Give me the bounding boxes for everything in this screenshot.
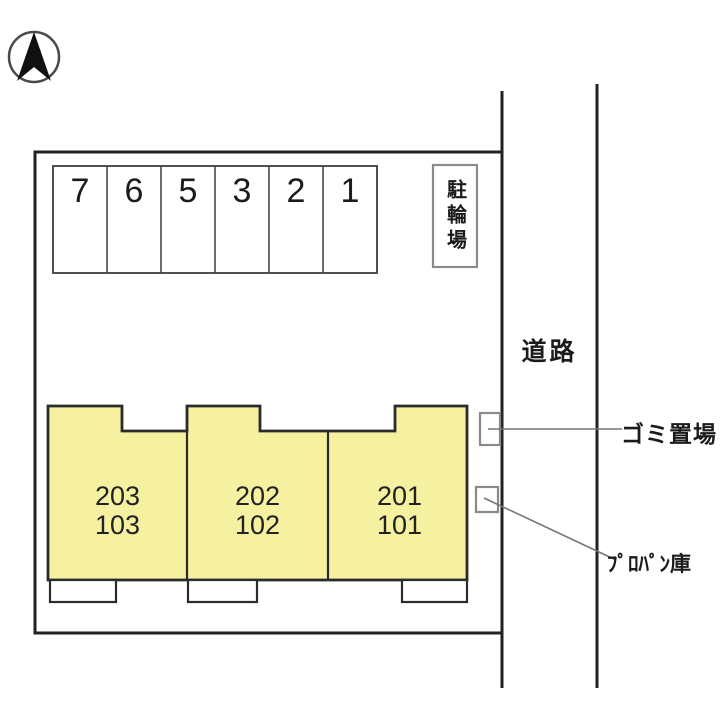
bicycle-parking-box <box>431 163 479 269</box>
site-boundary <box>33 150 502 635</box>
propane-storage-label: ﾌﾟﾛﾊﾟﾝ庫 <box>607 553 691 576</box>
parking-space-number: 1 <box>340 172 360 210</box>
parking-space-number: 7 <box>70 172 90 210</box>
unit-upper-number: 203 <box>94 481 141 511</box>
unit-lower-number: 103 <box>94 510 141 540</box>
unit-lower-number: 101 <box>376 510 423 540</box>
entrance-porch <box>186 578 259 604</box>
entrance-porch <box>48 578 118 604</box>
unit-upper-number: 201 <box>376 481 423 511</box>
unit-lower-number: 102 <box>234 510 281 540</box>
propane-leader-line <box>483 497 617 561</box>
road-label: 道路 <box>521 338 578 366</box>
parking-space-number: 3 <box>232 172 252 210</box>
bicycle-parking-label: 駐輪場 <box>443 178 466 254</box>
parking-space-number: 2 <box>286 172 306 210</box>
north-arrow-icon <box>17 32 51 81</box>
garbage-area-label: ゴミ置場 <box>621 421 717 447</box>
entrance-porch <box>400 578 469 604</box>
unit-label-202-102: 202 102 <box>187 482 328 540</box>
unit-label-203-103: 203 103 <box>48 482 187 540</box>
parking-space-number: 6 <box>124 172 144 210</box>
unit-label-201-101: 201 101 <box>330 482 469 540</box>
parking-space-number: 5 <box>178 172 198 210</box>
unit-upper-number: 202 <box>234 481 281 511</box>
